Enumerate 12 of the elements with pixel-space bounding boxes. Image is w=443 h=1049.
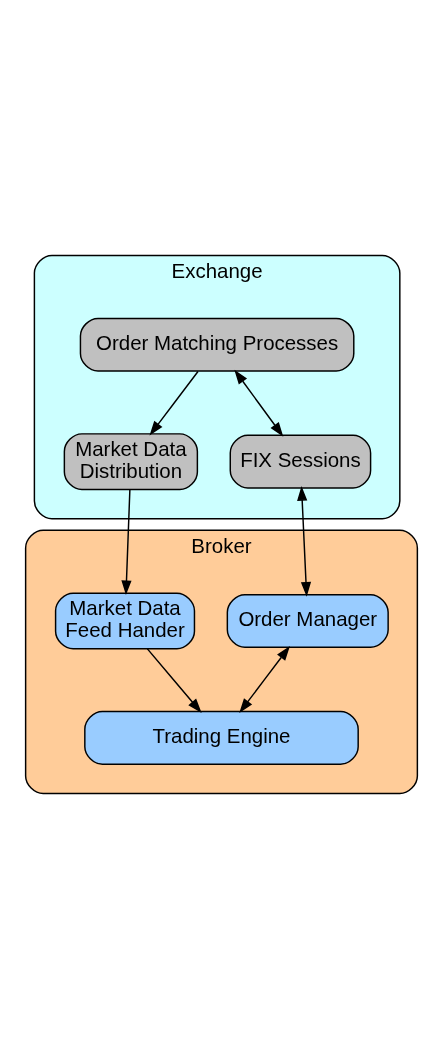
arrow <box>234 369 284 437</box>
node-box: Order Matching Processes <box>79 317 355 372</box>
arrow <box>121 488 132 596</box>
arrow <box>239 645 290 713</box>
node-box: Trading Engine <box>84 710 359 765</box>
node-box: FIX Sessions <box>229 434 372 489</box>
arrow <box>297 486 312 597</box>
arrow <box>146 648 202 713</box>
arrow <box>149 370 199 436</box>
node-box: Market Data Feed Hander <box>54 592 196 650</box>
node-box: Order Manager <box>226 593 389 648</box>
node-box: Market Data Distribution <box>63 433 199 491</box>
